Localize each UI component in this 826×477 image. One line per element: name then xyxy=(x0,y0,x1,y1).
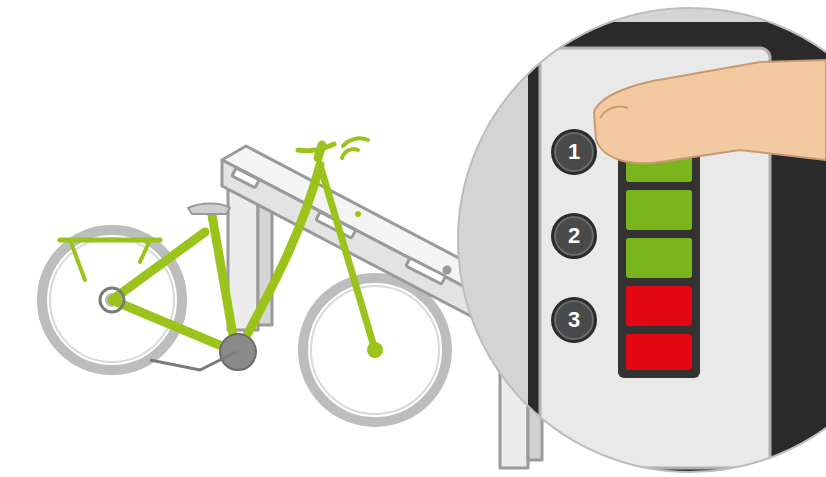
zoom-detail xyxy=(458,8,826,477)
bike-frame xyxy=(60,144,375,352)
terminal-housing xyxy=(528,22,826,477)
button-number: 3 xyxy=(568,309,580,331)
bike-parts xyxy=(100,204,256,371)
motor xyxy=(220,334,256,370)
finger xyxy=(594,60,826,163)
button-number: 2 xyxy=(568,225,580,247)
button-number: 1 xyxy=(568,141,580,163)
button: 3 xyxy=(551,297,597,343)
wifi-signal xyxy=(342,138,368,217)
battery-gauge xyxy=(618,132,700,378)
button: 1 xyxy=(551,129,597,175)
button: 2 xyxy=(551,213,597,259)
